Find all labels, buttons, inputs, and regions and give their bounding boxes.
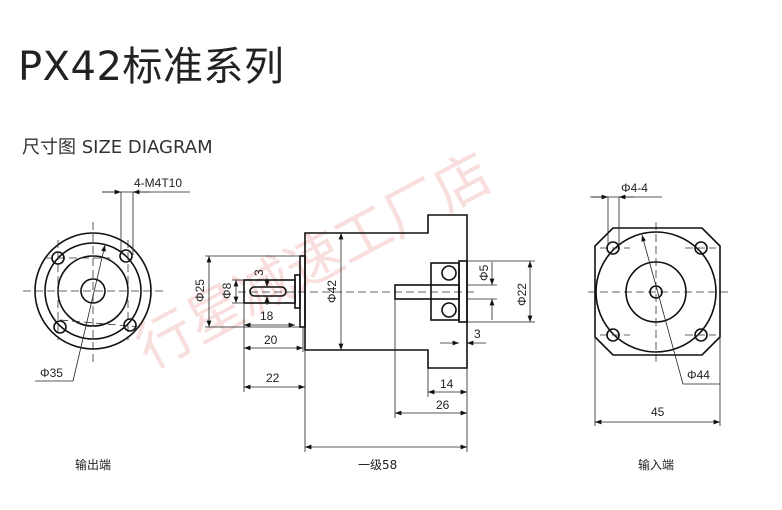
body-dia-label: Φ42	[325, 280, 339, 303]
output-end-view: 4-M4T10 Φ35 输出端	[23, 176, 190, 472]
key-width-label: 3	[252, 269, 266, 276]
output-pcd-label: Φ35	[40, 366, 63, 380]
total-length-label: 一级58	[358, 458, 397, 472]
key-length-label: 18	[260, 309, 274, 323]
input-holes-label: Φ4-4	[621, 181, 648, 195]
input-end-label: 输入端	[638, 457, 674, 472]
input-pcd-label: Φ44	[687, 368, 710, 382]
input-bore-label: Φ5	[477, 264, 491, 281]
svg-text:行星减速工厂店: 行星减速工厂店	[126, 141, 503, 382]
shaft-dia-label: Φ8	[220, 282, 234, 299]
boss-depth-label: 3	[474, 327, 481, 341]
input-end-view: Φ4-4 Φ44 45 输入端	[588, 181, 728, 472]
watermark: 行星减速工厂店	[126, 141, 503, 382]
output-end-label: 输出端	[75, 457, 111, 472]
shaft-len-1-label: 20	[264, 333, 278, 347]
thread-spec-label: 4-M4T10	[134, 176, 182, 190]
input-width-label: 45	[651, 405, 665, 419]
page-title: PX42标准系列	[18, 44, 285, 90]
shaft-len-2-label: 22	[266, 371, 280, 385]
input-boss-label: Φ22	[515, 283, 529, 306]
flange-dia-label: Φ25	[193, 279, 207, 302]
len-14-label: 14	[440, 377, 454, 391]
side-view: Φ25 Φ8 3 18 20 22 Φ42 Φ5 Φ22	[193, 214, 535, 472]
len-26-label: 26	[436, 398, 450, 412]
section-subtitle: 尺寸图 SIZE DIAGRAM	[22, 137, 213, 158]
